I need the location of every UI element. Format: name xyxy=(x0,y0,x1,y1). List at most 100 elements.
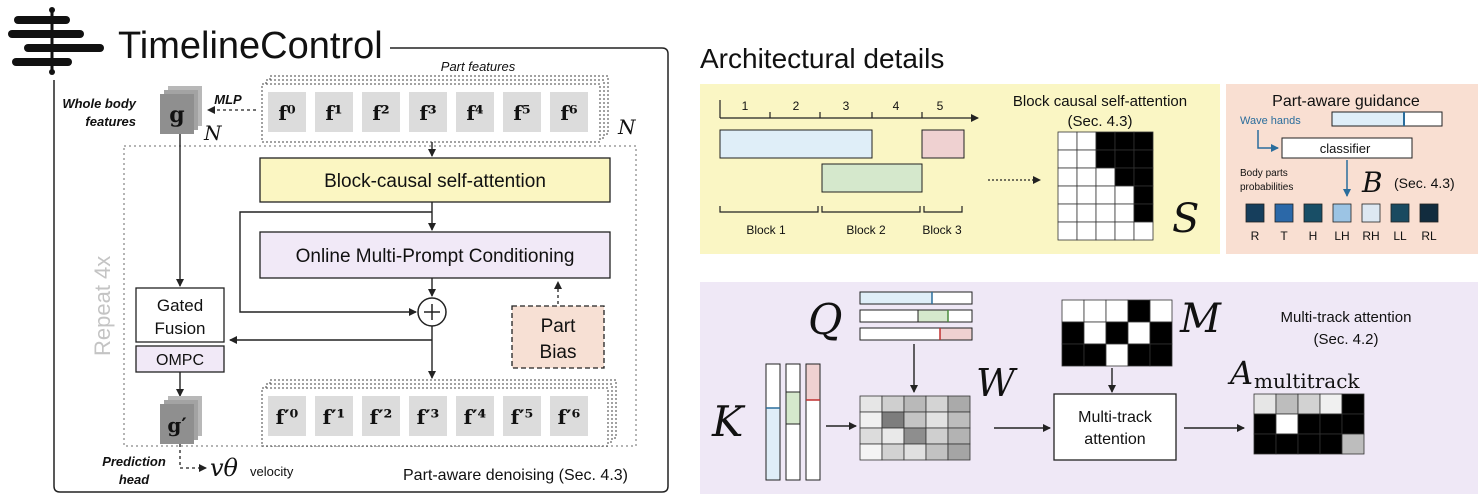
part-label-1: T xyxy=(1280,229,1288,243)
velocity-label: velocity xyxy=(250,464,294,479)
w-cell-3-2 xyxy=(903,443,927,461)
a-cell-2-2 xyxy=(1297,433,1321,455)
q-matrix xyxy=(859,291,973,341)
s-cell-3-3 xyxy=(1114,185,1135,205)
w-cell-1-4 xyxy=(947,411,971,429)
part-aware-title: Part-aware guidance xyxy=(1272,93,1420,110)
feature-top-label-2: f² xyxy=(372,101,389,125)
multitrack-sec: (Sec. 4.2) xyxy=(1313,331,1378,348)
w-cell-0-4 xyxy=(947,395,971,413)
w-cell-3-1 xyxy=(881,443,905,461)
mlp-label: MLP xyxy=(214,92,242,107)
n-symbol-body: N xyxy=(203,121,223,145)
a-cell-0-3 xyxy=(1319,393,1343,415)
probabilities-label-1: Body parts xyxy=(1240,168,1288,179)
s-cell-2-3 xyxy=(1114,167,1135,187)
a-cell-0-2 xyxy=(1297,393,1321,415)
gated-fusion-box xyxy=(135,287,225,343)
block-1-label: Block 1 xyxy=(746,223,786,237)
w-cell-2-3 xyxy=(925,427,949,445)
ompc-short-box xyxy=(135,345,225,373)
m-cell-2-2 xyxy=(1105,343,1129,367)
feature-top-label-3: f³ xyxy=(419,101,436,125)
feature-top-token-4 xyxy=(456,92,494,132)
w-cell-1-3 xyxy=(925,411,949,429)
multitrack-box-text-1: Multi-track xyxy=(1078,409,1153,426)
feature-bottom-label-5: f′⁵ xyxy=(511,405,534,429)
w-cell-2-4 xyxy=(947,427,971,445)
s-cell-2-2 xyxy=(1095,167,1116,187)
s-cell-4-1 xyxy=(1076,203,1097,223)
part-label-2: H xyxy=(1309,229,1318,243)
m-cell-0-2 xyxy=(1105,299,1129,323)
w-cell-2-0 xyxy=(859,427,883,445)
multitrack-attention-box xyxy=(1053,393,1177,461)
a-cell-2-1 xyxy=(1275,433,1299,455)
w-cell-3-3 xyxy=(925,443,949,461)
w-cell-1-2 xyxy=(903,411,927,429)
whole-body-label-2: features xyxy=(85,114,136,129)
a-cell-0-0 xyxy=(1253,393,1277,415)
g-prime-symbol: g′ xyxy=(167,413,186,437)
s-cell-1-1 xyxy=(1076,149,1097,169)
s-cell-0-3 xyxy=(1114,131,1135,151)
s-attention-matrix xyxy=(1057,131,1154,241)
part-label-4: RH xyxy=(1362,229,1379,243)
probabilities-label-2: probabilities xyxy=(1240,182,1293,193)
w-cell-1-0 xyxy=(859,411,883,429)
feature-top-label-6: f⁶ xyxy=(560,101,578,125)
denoising-caption: Part-aware denoising (Sec. 4.3) xyxy=(403,467,628,484)
s-cell-5-3 xyxy=(1114,221,1135,241)
part-label-6: RL xyxy=(1421,229,1437,243)
part-bias-box xyxy=(511,305,605,369)
a-cell-2-4 xyxy=(1341,433,1365,455)
architectural-title: Architectural details xyxy=(700,43,944,74)
m-cell-2-1 xyxy=(1083,343,1107,367)
tick-3: 3 xyxy=(843,99,850,113)
a-cell-2-3 xyxy=(1319,433,1343,455)
a-cell-1-4 xyxy=(1341,413,1365,435)
s-cell-0-0 xyxy=(1057,131,1078,151)
tick-5: 5 xyxy=(937,99,944,113)
ompc-box xyxy=(259,231,611,279)
w-cell-3-4 xyxy=(947,443,971,461)
g-symbol: g xyxy=(169,102,184,128)
a-cell-1-1 xyxy=(1275,413,1299,435)
tick-1: 1 xyxy=(742,99,749,113)
part-features-label: Part features xyxy=(441,59,516,74)
w-matrix xyxy=(859,395,971,461)
m-cell-2-0 xyxy=(1061,343,1085,367)
classifier-text: classifier xyxy=(1320,141,1371,156)
part-prob-4 xyxy=(1361,203,1381,223)
tick-4: 4 xyxy=(893,99,900,113)
feature-bottom-label-1: f′¹ xyxy=(323,405,346,429)
whole-body-label-1: Whole body xyxy=(62,96,136,111)
s-cell-5-4 xyxy=(1133,221,1154,241)
feature-bottom-token-4 xyxy=(456,396,494,436)
s-cell-4-0 xyxy=(1057,203,1078,223)
s-cell-4-3 xyxy=(1114,203,1135,223)
s-cell-1-3 xyxy=(1114,149,1135,169)
segment-pink xyxy=(921,129,965,159)
s-cell-2-4 xyxy=(1133,167,1154,187)
a-multitrack-matrix xyxy=(1253,393,1365,455)
s-cell-1-4 xyxy=(1133,149,1154,169)
part-prob-3 xyxy=(1332,203,1352,223)
ompc-text: Online Multi-Prompt Conditioning xyxy=(296,246,575,267)
s-symbol: S xyxy=(1172,196,1199,242)
skip-connection xyxy=(239,211,432,316)
gated-fusion-text-1: Gated xyxy=(157,296,203,315)
a-symbol: A xyxy=(1227,354,1253,392)
part-prob-6 xyxy=(1419,203,1439,223)
s-cell-1-0 xyxy=(1057,149,1078,169)
s-cell-5-0 xyxy=(1057,221,1078,241)
a-cell-0-1 xyxy=(1275,393,1299,415)
m-cell-0-3 xyxy=(1127,299,1151,323)
s-cell-5-2 xyxy=(1095,221,1116,241)
w-cell-0-1 xyxy=(881,395,905,413)
feature-top-label-4: f⁴ xyxy=(466,101,484,125)
b-sec: (Sec. 4.3) xyxy=(1394,175,1455,191)
m-cell-1-0 xyxy=(1061,321,1085,345)
ompc-short-text: OMPC xyxy=(156,352,204,369)
m-cell-0-1 xyxy=(1083,299,1107,323)
